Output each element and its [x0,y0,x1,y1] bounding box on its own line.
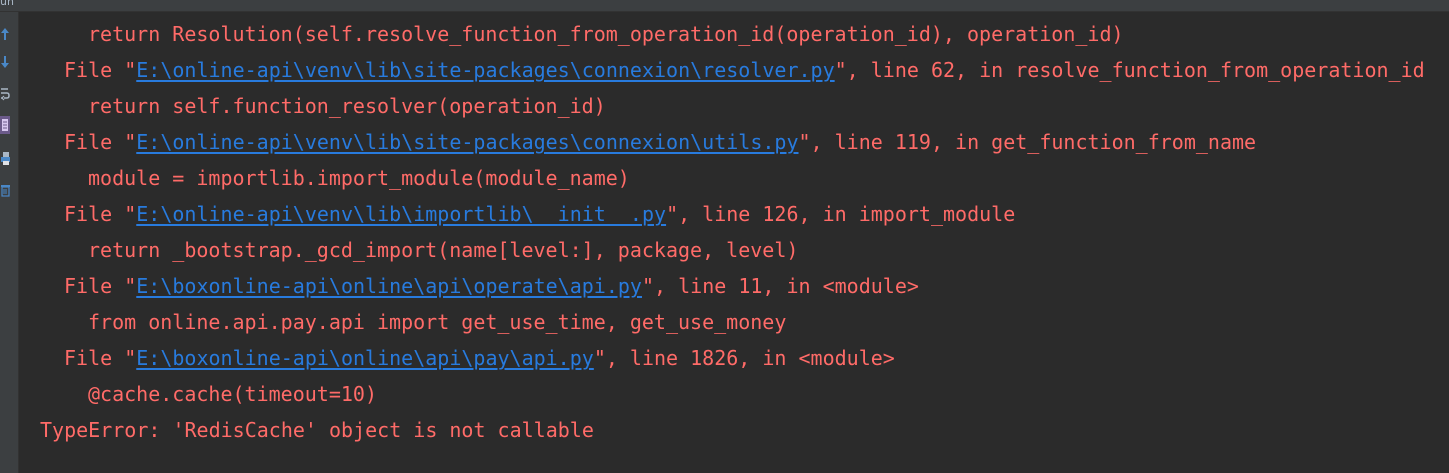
traceback-file-line: File "E:\online-api\venv\lib\site-packag… [64,58,1425,82]
traceback-file-line: File "E:\online-api\venv\lib\importlib\_… [64,202,1016,226]
console-output[interactable]: return Resolution(self.resolve_function_… [19,12,1449,473]
traceback-code-line: return Resolution(self.resolve_function_… [88,22,1124,46]
traceback-code-line: return self.function_resolver(operation_… [88,94,606,118]
soft-wrap-icon[interactable] [0,86,10,102]
traceback-code-line: @cache.cache(timeout=10) [88,382,377,406]
file-link[interactable]: E:\boxonline-api\online\api\operate\api.… [136,274,642,298]
trash-icon[interactable] [0,182,10,198]
tool-window-header: un [0,0,1449,12]
down-arrow-icon[interactable] [0,54,10,70]
file-link[interactable]: E:\online-api\venv\lib\importlib\__init_… [136,202,667,226]
print-icon[interactable] [0,150,10,166]
traceback-file-line: File "E:\boxonline-api\online\api\pay\ap… [64,346,895,370]
traceback-code-line: module = importlib.import_module(module_… [88,166,630,190]
traceback-file-line: File "E:\boxonline-api\online\api\operat… [64,274,919,298]
console-toolbar [0,12,19,473]
file-link[interactable]: E:\online-api\venv\lib\site-packages\con… [136,58,835,82]
traceback-code-line: return _bootstrap._gcd_import(name[level… [88,238,799,262]
panel-title: un [0,0,14,8]
file-link[interactable]: E:\online-api\venv\lib\site-packages\con… [136,130,799,154]
traceback-code-line: from online.api.pay.api import get_use_t… [88,310,787,334]
traceback-file-line: File "E:\online-api\venv\lib\site-packag… [64,130,1257,154]
error-message: TypeError: 'RedisCache' object is not ca… [40,418,594,442]
up-arrow-icon[interactable] [0,26,10,42]
file-link[interactable]: E:\boxonline-api\online\api\pay\api.py [136,346,594,370]
scroll-to-end-icon[interactable] [0,116,10,134]
